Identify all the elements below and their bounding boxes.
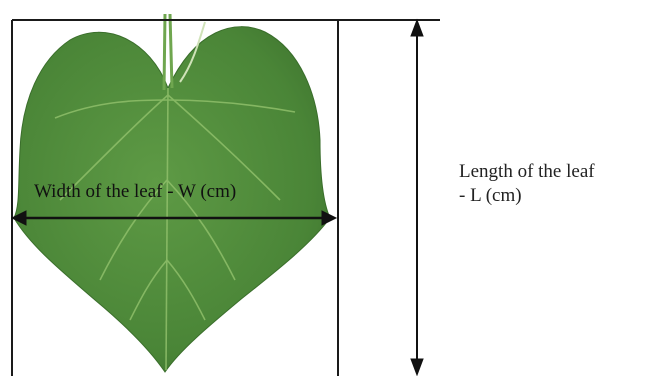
leaf-stem: [164, 14, 172, 90]
length-label-line2: - L (cm): [459, 184, 595, 208]
length-arrow: [411, 20, 423, 375]
width-label: Width of the leaf - W (cm): [34, 180, 236, 204]
length-label-line1: Length of the leaf: [459, 160, 595, 184]
length-arrow-bottom-head: [411, 359, 423, 375]
length-label: Length of the leaf - L (cm): [459, 160, 595, 208]
width-arrow-right-head: [322, 211, 336, 225]
length-arrow-top-head: [411, 20, 423, 36]
